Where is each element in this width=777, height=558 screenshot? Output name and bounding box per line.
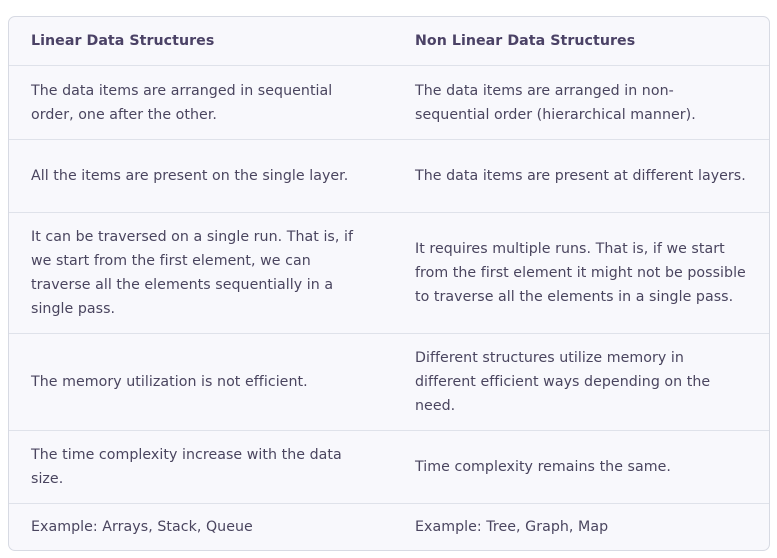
comparison-table: Linear Data Structures Non Linear Data S… (8, 16, 770, 551)
table-cell-nonlinear: The data items are arranged in non-seque… (393, 65, 769, 139)
table-row: The memory utilization is not efficient.… (9, 333, 769, 430)
comparison-table-container: Linear Data Structures Non Linear Data S… (8, 16, 770, 551)
table-cell-linear: It can be traversed on a single run. Tha… (9, 212, 393, 333)
table-cell-linear: All the items are present on the single … (9, 139, 393, 212)
table-row: The data items are arranged in sequentia… (9, 65, 769, 139)
table-header-row: Linear Data Structures Non Linear Data S… (9, 17, 769, 65)
table-row: Example: Arrays, Stack, Queue Example: T… (9, 503, 769, 550)
table-row: All the items are present on the single … (9, 139, 769, 212)
table-cell-nonlinear: Time complexity remains the same. (393, 430, 769, 503)
table-cell-nonlinear: Different structures utilize memory in d… (393, 333, 769, 430)
table-row: It can be traversed on a single run. Tha… (9, 212, 769, 333)
table-cell-linear: Example: Arrays, Stack, Queue (9, 503, 393, 550)
column-header-nonlinear: Non Linear Data Structures (415, 33, 636, 49)
table-cell-nonlinear: Example: Tree, Graph, Map (393, 503, 769, 550)
table-row: The time complexity increase with the da… (9, 430, 769, 503)
table-cell-linear: The time complexity increase with the da… (9, 430, 393, 503)
table-cell-nonlinear: It requires multiple runs. That is, if w… (393, 212, 769, 333)
table-cell-linear: The data items are arranged in sequentia… (9, 65, 393, 139)
column-header-linear: Linear Data Structures (31, 33, 215, 49)
table-cell-nonlinear: The data items are present at different … (393, 139, 769, 212)
table-cell-linear: The memory utilization is not efficient. (9, 333, 393, 430)
